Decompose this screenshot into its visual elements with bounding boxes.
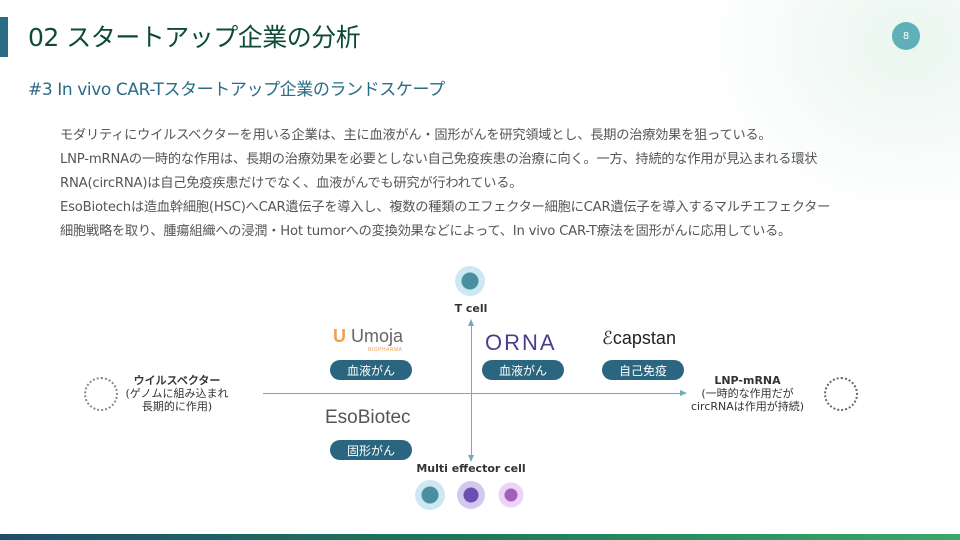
title-accent-bar — [0, 17, 8, 57]
tag-pill: 血液がん — [482, 360, 564, 380]
body-line: 細胞戦略を取り、腫瘍組織への浸潤・Hot tumorへの変換効果などによって、I… — [60, 224, 792, 239]
effector-cell-icon — [415, 480, 445, 510]
umoja-logo-subtitle: BIOPHARMA — [368, 347, 403, 353]
arrow-up-icon — [468, 319, 474, 326]
arrow-down-icon — [468, 455, 474, 462]
body-line: LNP-mRNAの一時的な作用は、長期の治療効果を必要としない自己免疫疾患の治療… — [60, 152, 818, 167]
tag-pill: 自己免疫 — [602, 360, 684, 380]
arrow-right-icon — [680, 390, 687, 396]
esobiotec-logo: EsoBiotec — [325, 407, 411, 428]
body-line: モダリティにウイルスベクターを用いる企業は、主に血液がん・固形がんを研究領域とし… — [60, 128, 772, 143]
body-text: モダリティにウイルスベクターを用いる企業は、主に血液がん・固形がんを研究領域とし… — [60, 124, 930, 244]
body-line: EsoBiotechは造血幹細胞(HSC)へCAR遺伝子を導入し、複数の種類のエ… — [60, 200, 831, 215]
axis-label-left: ウイルスベクター(ゲノムに組み込まれ長期的に作用) — [125, 374, 229, 413]
tag-pill: 固形がん — [330, 440, 412, 460]
body-line: RNA(circRNA)は自己免疫疾患だけでなく、血液がんでも研究が行われている… — [60, 176, 523, 191]
page-title: 02 スタートアップ企業の分析 — [28, 23, 361, 52]
umoja-logo: U Umoja — [333, 326, 404, 346]
effector-cell-icon — [497, 481, 525, 509]
axis-label-top: T cell — [454, 302, 488, 315]
mrna-icon — [824, 377, 858, 411]
axis-label-bottom: Multi effector cell — [416, 462, 526, 475]
t-cell-icon — [455, 266, 485, 296]
tag-pill: 血液がん — [330, 360, 412, 380]
orna-logo: ORNA — [485, 330, 557, 355]
effector-cell-icon — [457, 481, 485, 509]
page-subtitle: #3 In vivo CAR-Tスタートアップ企業のランドスケープ — [28, 80, 445, 100]
capstan-logo: ℰcapstan — [602, 328, 676, 348]
vertical-axis — [471, 325, 472, 455]
footer-bar — [0, 534, 960, 540]
page-number-badge: 8 — [892, 22, 920, 50]
virus-icon — [84, 377, 118, 411]
